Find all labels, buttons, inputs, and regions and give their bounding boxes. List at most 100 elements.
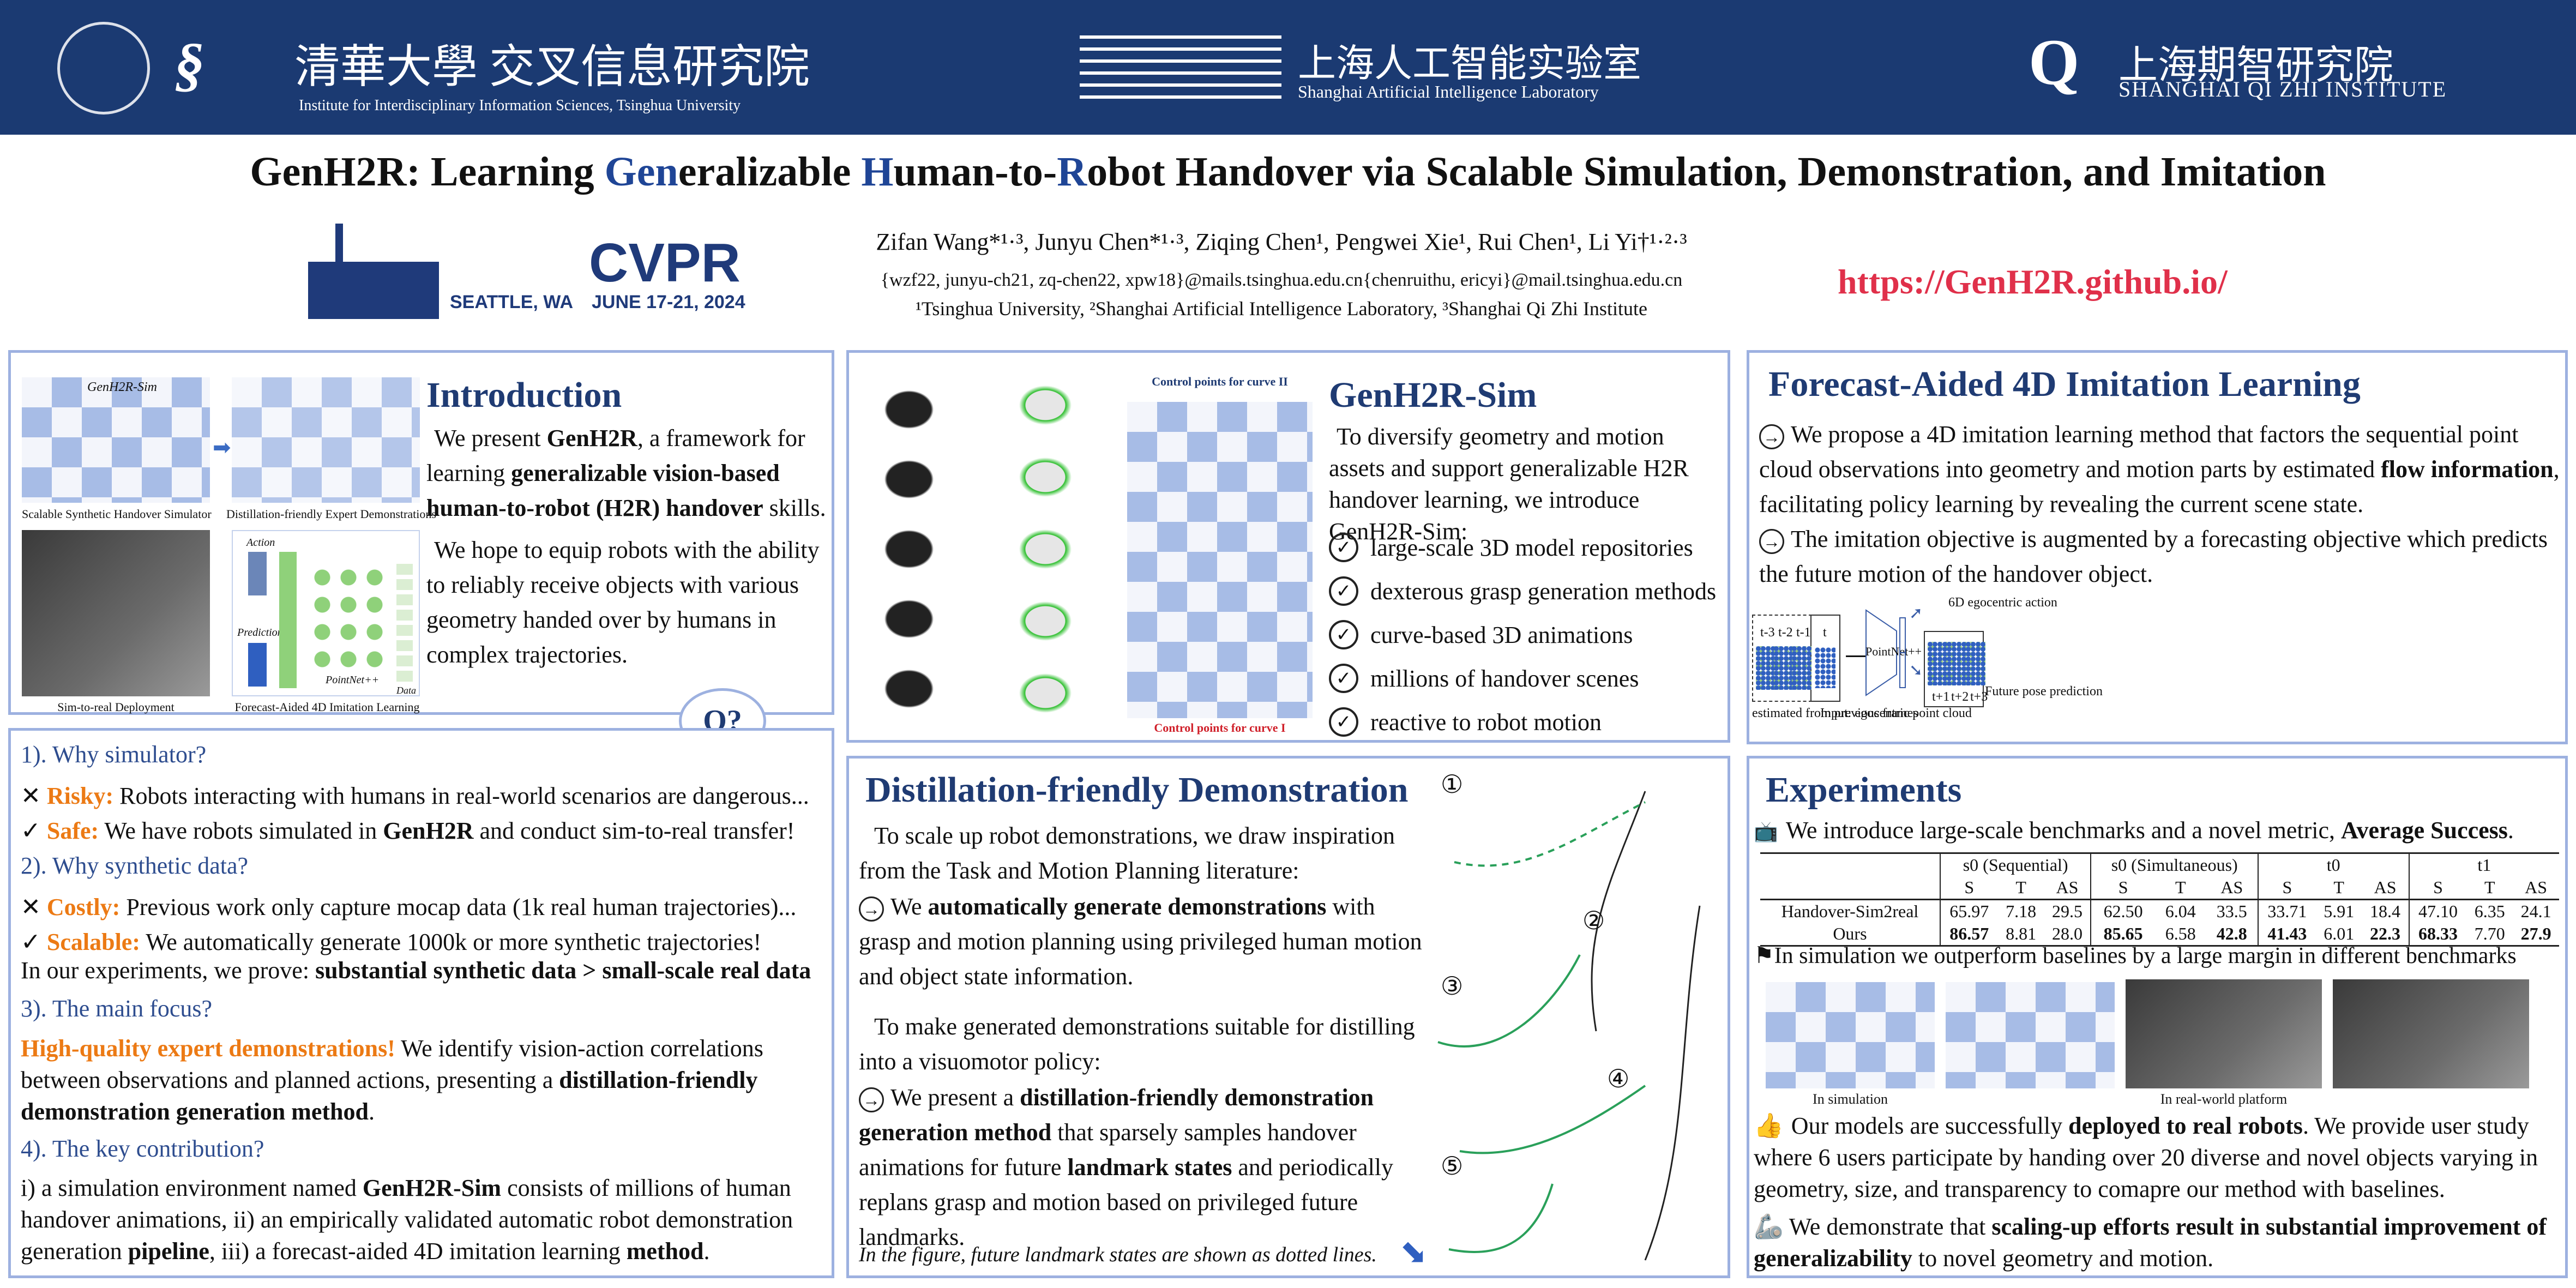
text-run: We hope to equip robots with the ability… xyxy=(426,537,820,668)
table-cell: 42.8 xyxy=(2206,923,2259,946)
expert-demo-figure-image xyxy=(232,377,420,503)
table-cell: 29.5 xyxy=(2044,899,2092,923)
prev-frames-caption: estimated from previous frames xyxy=(1752,706,1918,720)
real-photo-1 xyxy=(2126,979,2322,1088)
text-run: GenH2R xyxy=(546,425,637,452)
text-run: that sparsely samples handover animation… xyxy=(859,1119,1357,1181)
distill-paragraph-3: To make generated demonstrations suitabl… xyxy=(859,1009,1426,1079)
distillation-heading: Distillation-friendly Demonstration xyxy=(865,770,1409,810)
text-run: GenH2R-Sim xyxy=(362,1175,502,1201)
text-run: Safe: xyxy=(46,817,99,844)
sim-photo-1 xyxy=(1766,982,1935,1088)
table-subheader: AS xyxy=(2362,876,2410,900)
real-robot-paragraph: 👍Our models are successfully deployed to… xyxy=(1754,1110,2561,1205)
pointnet-label: PointNet++ xyxy=(326,674,380,686)
table-cell: 41.43 xyxy=(2267,924,2307,943)
distill-paragraph-2: →We automatically generate demonstration… xyxy=(859,889,1426,994)
text-run: consists of millions of human handover a… xyxy=(21,1175,793,1265)
step-label-3: ③ xyxy=(1441,972,1464,1000)
frame-label: t-3 xyxy=(1760,625,1775,640)
tsinghua-logo-cn: 清華大學 交叉信息研究院 xyxy=(294,42,810,93)
text-run: flow information xyxy=(2381,456,2554,483)
shlab-logo-en: Shanghai Artificial Intelligence Laborat… xyxy=(1298,82,1599,101)
thumbs-up-icon: 👍 xyxy=(1754,1112,1784,1139)
iiis-logo-symbol: § xyxy=(174,31,204,98)
robot-arm-icon: 🦾 xyxy=(1754,1213,1784,1240)
text-run: landmark states xyxy=(1067,1154,1232,1181)
forecast-panel: Forecast-Aided 4D Imitation Learning →We… xyxy=(1747,350,2568,744)
action-label: Action xyxy=(246,537,275,549)
seattle-skyline-icon xyxy=(308,224,439,319)
shlab-logo-cn: 上海人工智能实验室 xyxy=(1298,43,1641,85)
scalable-line: ✓ Scalable: We automatically generate 10… xyxy=(21,925,761,960)
header-bar: § 清華大學 交叉信息研究院 Institute for Interdiscip… xyxy=(0,0,2576,135)
table-subheader: AS xyxy=(2206,876,2259,900)
real-photo-2 xyxy=(2333,979,2529,1088)
table-cell: 7.70 xyxy=(2474,924,2505,943)
text-run: Previous work only capture mocap data (1… xyxy=(120,894,797,920)
table-cell: 6.35 xyxy=(2474,901,2505,921)
real-photos-caption: In real-world platform xyxy=(2160,1091,2288,1107)
table-cell: 24.1 xyxy=(2520,901,2551,921)
forecast-paragraph-1-text: We propose a 4D imitation learning metho… xyxy=(1759,421,2560,517)
method-name: Handover-Sim2real xyxy=(1760,899,1941,923)
table-subheader: S xyxy=(2282,877,2292,897)
prediction-label: Prediction xyxy=(237,627,283,639)
table-cell: 86.57 xyxy=(1949,924,1989,943)
distill-paragraph-4-text: We present a distillation-friendly demon… xyxy=(859,1084,1393,1250)
sim-feature-label: large-scale 3D model repositories xyxy=(1370,534,1693,561)
arrow-circle-icon: → xyxy=(859,896,884,922)
corner-arrow-icon: ⬊ xyxy=(1400,1234,1428,1270)
text-run: We automatically generate 1000k or more … xyxy=(140,929,762,955)
text-run: with grasp and motion planning using pri… xyxy=(859,893,1422,990)
table-subheader: T xyxy=(2015,877,2026,897)
text-run: We xyxy=(890,893,928,920)
caption-sim-to-real: Sim-to-real Deployment xyxy=(57,700,174,714)
text-run: pipeline xyxy=(128,1238,209,1265)
handover-animation-image xyxy=(1127,402,1313,718)
text-run: We introduce large-scale benchmarks and … xyxy=(1785,817,2342,844)
object-trajectory-curve xyxy=(1644,905,1701,1261)
experiments-claim-line: In our experiments, we prove: substantia… xyxy=(21,953,811,988)
table-subheader: AS xyxy=(2044,876,2092,900)
sim-feature-label: dexterous grasp generation methods xyxy=(1370,577,1717,605)
head-blocks xyxy=(1899,617,1906,688)
text-run: GenH2R xyxy=(383,817,474,844)
replanning-trajectory-figure xyxy=(1437,791,1701,1261)
tsinghua-logo-en: Institute for Interdisciplinary Informat… xyxy=(299,97,741,114)
text-run: automatically generate demonstrations xyxy=(928,893,1327,920)
sim-feature-item: ✓millions of handover scenes xyxy=(1329,664,1639,693)
table-cell: 7.18 xyxy=(2006,901,2037,921)
sim-photo-2 xyxy=(1946,982,2115,1088)
table-cell: 33.5 xyxy=(2206,899,2259,923)
table-cell: 27.9 xyxy=(2520,924,2551,943)
table-group-header: s0 (Simultaneous) xyxy=(2091,853,2259,876)
pointnet-encoder-shape xyxy=(1865,609,1897,696)
table-subheader: S xyxy=(2118,877,2128,897)
text-run: H xyxy=(861,149,894,195)
forecast-paragraph-2: →The imitation objective is augmented by… xyxy=(1759,522,2561,592)
network-diagram: Action Prediction PointNet++ Data xyxy=(232,530,420,696)
author-affiliations: ¹Tsinghua University, ²Shanghai Artifici… xyxy=(916,298,1647,320)
check-circle-icon: ✓ xyxy=(1329,533,1358,562)
table-subheader: T xyxy=(2175,877,2186,897)
text-run: We present a xyxy=(890,1084,1020,1111)
caption-expert-demos: Distillation-friendly Expert Demonstrati… xyxy=(226,507,436,521)
text-run: ✕ xyxy=(21,783,47,809)
project-url-link[interactable]: https://GenH2R.github.io/ xyxy=(1838,262,2228,301)
input-caption: Input: egocentric point cloud xyxy=(1820,706,1972,720)
cvpr-name: CVPR xyxy=(589,232,741,293)
genh2r-sim-panel: Control points for curve II Control poin… xyxy=(846,350,1730,743)
forecast-paragraph-1: →We propose a 4D imitation learning meth… xyxy=(1759,417,2561,522)
sim-feature-label: curve-based 3D animations xyxy=(1370,621,1633,648)
sim-feature-item: ✓reactive to robot motion xyxy=(1329,707,1602,737)
text-run: deployed to real robots xyxy=(2068,1112,2303,1139)
text-run: skills. xyxy=(763,495,826,521)
table-cell: 6.04 xyxy=(2165,901,2196,921)
